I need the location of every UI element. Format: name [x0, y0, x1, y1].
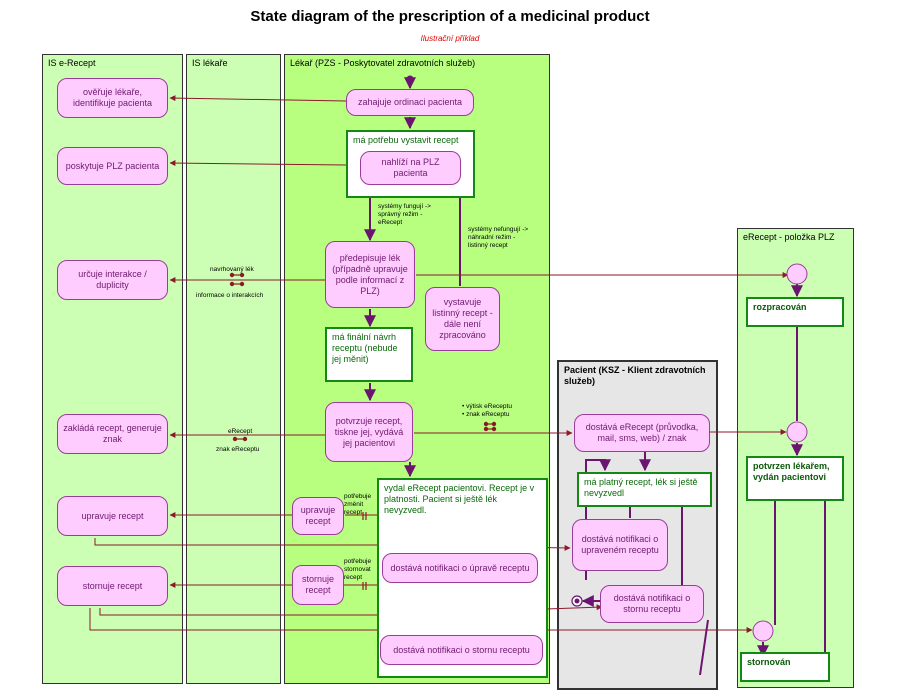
note-vytisk: • výtisk eReceptu [462, 403, 512, 410]
activity-label: zakládá recept, generuje znak [63, 423, 162, 444]
note-potrebuje-stornovat: potřebuje stornovat recept [344, 558, 372, 581]
lane-title: Lékař (PZS - Poskytovatel zdravotních sl… [290, 58, 476, 68]
note-erecept: eRecept [228, 428, 253, 435]
activity-stornuje-recept: stornuje recept [57, 566, 168, 606]
activity-label: dostává notifikaci o stornu receptu [613, 593, 691, 614]
junction-icon [786, 263, 808, 285]
lane-is-lekare: IS lékaře [186, 54, 281, 684]
activity-label: dostává notifikaci o upraveném receptu [581, 534, 659, 555]
activity-notifikace-storno: dostává notifikaci o stornu receptu [380, 635, 543, 665]
lane-title: Pacient (KSZ - Klient zdravotních služeb… [564, 365, 706, 386]
activity-overuje: ověřuje lékaře, identifikuje pacienta [57, 78, 168, 118]
lane-title: IS lékaře [192, 58, 228, 68]
diagram-subtitle: Ilustrační příklad [420, 34, 480, 43]
lane-title: IS e-Recept [48, 58, 96, 68]
activity-label: stornuje recept [301, 574, 335, 595]
activity-label: nahlíží na PLZ pacienta [381, 157, 440, 178]
note-systemy-nefunguji: systémy nefungují -> náhradní režim - li… [468, 226, 529, 249]
note-navrhovany-lek: navrhovaný lék [210, 266, 254, 273]
junction-icon [786, 421, 808, 443]
state-label: vydal eRecept pacientovi. Recept je v pl… [384, 483, 535, 515]
activity-urcuje: určuje interakce / duplicity [57, 260, 168, 300]
state-platny-recept: má platný recept, lék si ještě nevyzvedl [577, 472, 712, 507]
state-label: má platný recept, lék si ještě nevyzvedl [584, 477, 698, 498]
activity-label: dostává notifikaci o úpravě receptu [390, 562, 530, 573]
activity-label: upravuje recept [300, 505, 336, 526]
state-label: má potřebu vystavit recept [353, 135, 459, 145]
state-rozpracovan: rozpracován [746, 297, 844, 327]
activity-label: stornuje recept [82, 580, 143, 591]
activity-label: dostává notifikaci o stornu receptu [393, 644, 530, 655]
state-label: potvrzen lékařem, vydán pacientovi [753, 461, 830, 482]
activity-predepisuje: předepisuje lék (případně upravuje podle… [325, 241, 415, 308]
activity-label: zahajuje ordinaci pacienta [357, 97, 463, 107]
activity-label: upravuje recept [81, 510, 144, 521]
state-label: stornován [747, 657, 791, 667]
junction-icon [752, 620, 774, 642]
activity-notifikace-upraveny: dostává notifikaci o upraveném receptu [572, 519, 668, 571]
note-potrebuje-zmenit: potřebuje změnit recept [344, 493, 372, 516]
activity-label: určuje interakce / duplicity [78, 269, 147, 290]
state-label: má finální návrh receptu (nebude jej měn… [332, 332, 398, 364]
activity-label: potvrzuje recept, tiskne jej, vydává jej… [334, 415, 404, 448]
state-stornovan: stornován [740, 652, 830, 682]
note-systemy-funguji: systémy fungují -> správný režim - eRece… [378, 203, 431, 226]
diagram-title: State diagram of the prescription of a m… [250, 8, 650, 25]
note-znak-ereceptu: znak eReceptu [216, 446, 260, 453]
state-potvrzen: potvrzen lékařem, vydán pacientovi [746, 456, 844, 501]
activity-vystavuje: vystavuje listinný recept - dále není zp… [425, 287, 500, 351]
activity-potvrzuje: potvrzuje recept, tiskne jej, vydává jej… [325, 402, 413, 462]
activity-label: vystavuje listinný recept - dále není zp… [432, 297, 493, 340]
activity-zaklada: zakládá recept, generuje znak [57, 414, 168, 454]
activity-poskytuje: poskytuje PLZ pacienta [57, 147, 168, 185]
note-informace-interakce: informace o interakcích [196, 292, 264, 299]
state-financni-navrh: má finální návrh receptu (nebude jej měn… [325, 327, 413, 382]
note-vytisk-znak: • znak eReceptu [462, 411, 510, 418]
activity-notifikace-uprava: dostává notifikaci o úpravě receptu [382, 553, 538, 583]
activity-nahlizi: nahlíží na PLZ pacienta [360, 151, 461, 185]
activity-dostava-erecept: dostává eRecept (průvodka, mail, sms, we… [574, 414, 710, 452]
activity-upravuje-recept: upravuje recept [57, 496, 168, 536]
activity-label: předepisuje lék (případně upravuje podle… [332, 252, 408, 296]
activity-label: poskytuje PLZ pacienta [65, 160, 160, 171]
activity-zahajuje: zahajuje ordinaci pacienta [346, 89, 474, 116]
activity-notifikace-storno-pacient: dostává notifikaci o stornu receptu [600, 585, 704, 623]
activity-upravuje-recept-lekar: upravuje recept [292, 497, 344, 535]
activity-stornuje-recept-lekar: stornuje recept [292, 565, 344, 605]
activity-label: ověřuje lékaře, identifikuje pacienta [72, 87, 153, 108]
lane-title: eRecept - položka PLZ [743, 232, 835, 242]
activity-label: dostává eRecept (průvodka, mail, sms, we… [585, 422, 699, 443]
start-node-icon [406, 75, 414, 83]
state-label: rozpracován [753, 302, 807, 312]
